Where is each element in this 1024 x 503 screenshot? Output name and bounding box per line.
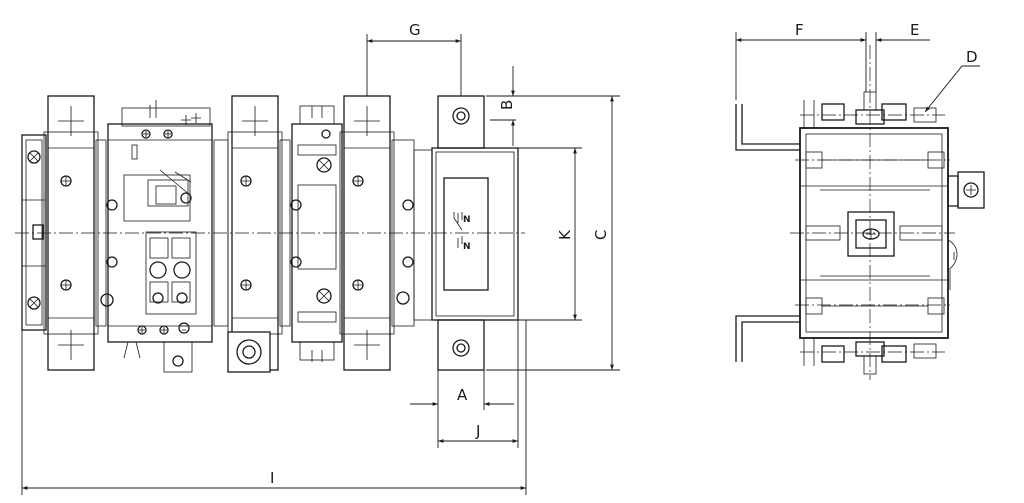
dimension-g	[366, 34, 462, 96]
dimension-a	[410, 370, 514, 448]
dimension-i	[21, 320, 527, 495]
neutral-label-plate	[443, 177, 489, 291]
front-view: N N G B K C	[15, 21, 620, 495]
dimension-c-label: C	[592, 230, 610, 240]
auxiliary-contact-block	[107, 100, 213, 373]
dimension-k	[518, 147, 582, 321]
neutral-bottom-terminal	[437, 319, 485, 371]
dimension-j	[438, 320, 519, 448]
link-holder	[291, 105, 343, 362]
dimension-k-label: K	[556, 229, 574, 240]
pole-1-bar	[47, 95, 95, 371]
dimension-g-label: G	[409, 21, 421, 39]
neutral-pole-body	[431, 147, 519, 321]
side-top-bracket	[735, 104, 800, 151]
side-frame	[799, 127, 949, 339]
dimension-b-label: B	[498, 100, 516, 110]
neutral-label-top: N	[463, 215, 471, 225]
side-top-terminals	[803, 91, 937, 128]
pole-1	[43, 95, 99, 371]
dimension-a-label: A	[457, 386, 468, 404]
side-shaft-coupling	[847, 211, 895, 257]
neutral-top-terminal	[437, 95, 485, 149]
dimension-j-label: J	[475, 422, 480, 440]
side-view: F E D	[735, 21, 985, 380]
dimension-c	[486, 96, 620, 371]
dimension-i-label: I	[270, 469, 274, 487]
left-end-plate	[21, 134, 47, 331]
dimension-b	[486, 66, 620, 146]
dimension-d-leader	[924, 65, 980, 113]
side-shaft-nut	[957, 171, 985, 209]
dimension-d-label: D	[966, 48, 978, 66]
side-bottom-terminals	[803, 338, 937, 375]
side-bottom-bracket	[735, 315, 800, 362]
dimension-e	[850, 32, 930, 92]
neutral-pole	[431, 95, 519, 371]
neutral-label-bottom: N	[463, 242, 471, 252]
pole-3	[227, 95, 283, 373]
dimension-f	[735, 32, 867, 100]
dimension-f-label: F	[795, 21, 804, 39]
dimension-e-label: E	[910, 21, 919, 39]
